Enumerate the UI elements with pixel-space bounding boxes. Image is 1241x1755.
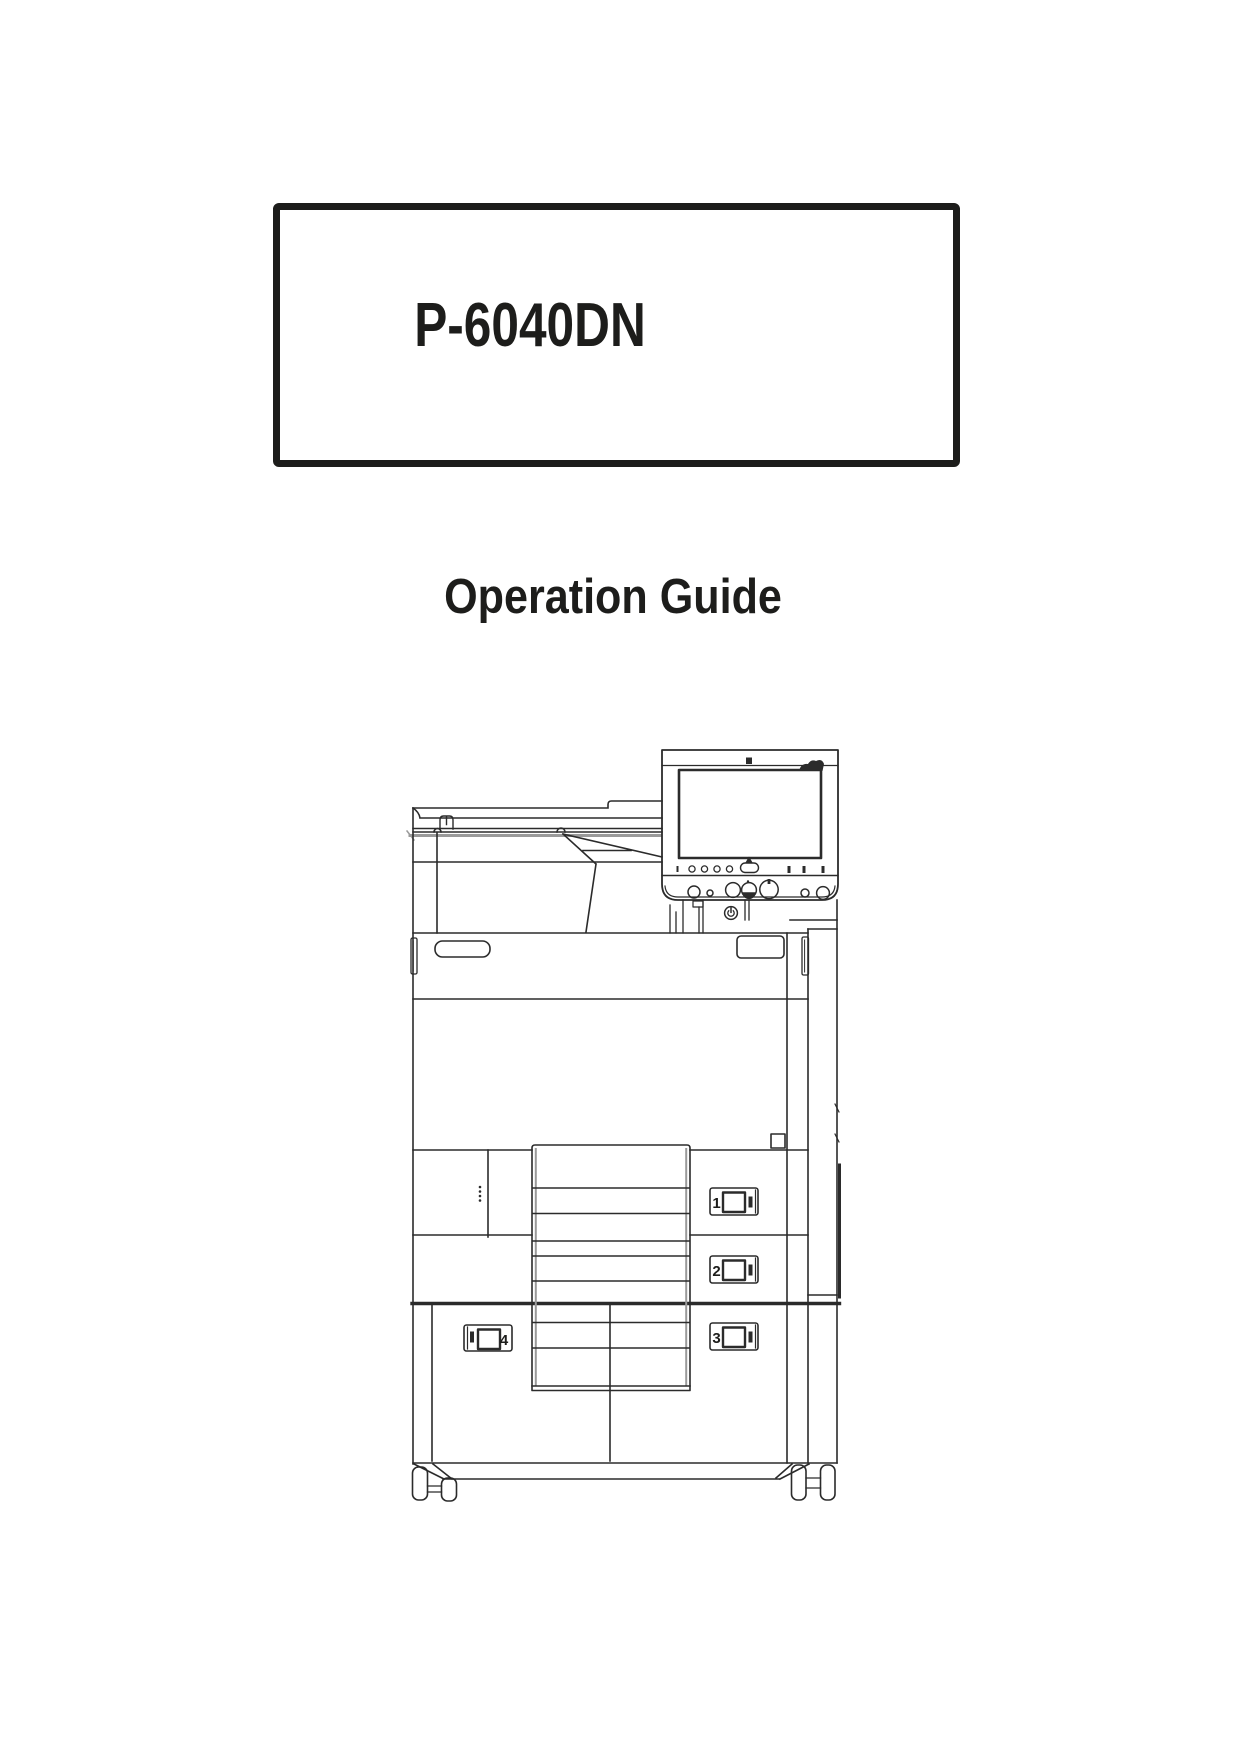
control-panel — [661, 749, 839, 901]
top-cover-handles — [410, 935, 810, 976]
paper-level-dots — [478, 1185, 482, 1202]
paper-stopper-icon — [439, 815, 454, 830]
hard-key-icons — [687, 879, 831, 901]
cassette-lock-3 — [709, 1322, 759, 1351]
caster-right-icon — [790, 1464, 836, 1501]
paper-output-tray — [405, 800, 663, 1465]
product-model-text: P-6040DN — [414, 291, 646, 360]
brand-logo-icon — [799, 760, 824, 771]
page-title: Operation Guide — [444, 570, 782, 624]
cassette-lock-2-label: 2 — [712, 1263, 720, 1280]
power-button-icon — [723, 905, 739, 921]
panel-support — [669, 899, 750, 934]
touchscreen — [677, 768, 823, 860]
cassette-lock-4 — [463, 1324, 513, 1352]
product-model-box — [273, 203, 960, 467]
caster-left-icon — [411, 1466, 458, 1502]
home-key-icon — [739, 862, 760, 874]
function-key-icons — [688, 865, 734, 873]
cassette-drawer — [531, 1144, 691, 1392]
cassette-lock-1 — [709, 1187, 759, 1216]
cassette-lock-2 — [709, 1255, 759, 1284]
base-plinth — [412, 1462, 811, 1481]
cassette-lock-1-label: 1 — [712, 1195, 720, 1212]
cassette-lock-4-label: 4 — [500, 1332, 509, 1349]
release-latch — [770, 1133, 786, 1149]
cassette-lock-3-label: 3 — [712, 1330, 720, 1347]
